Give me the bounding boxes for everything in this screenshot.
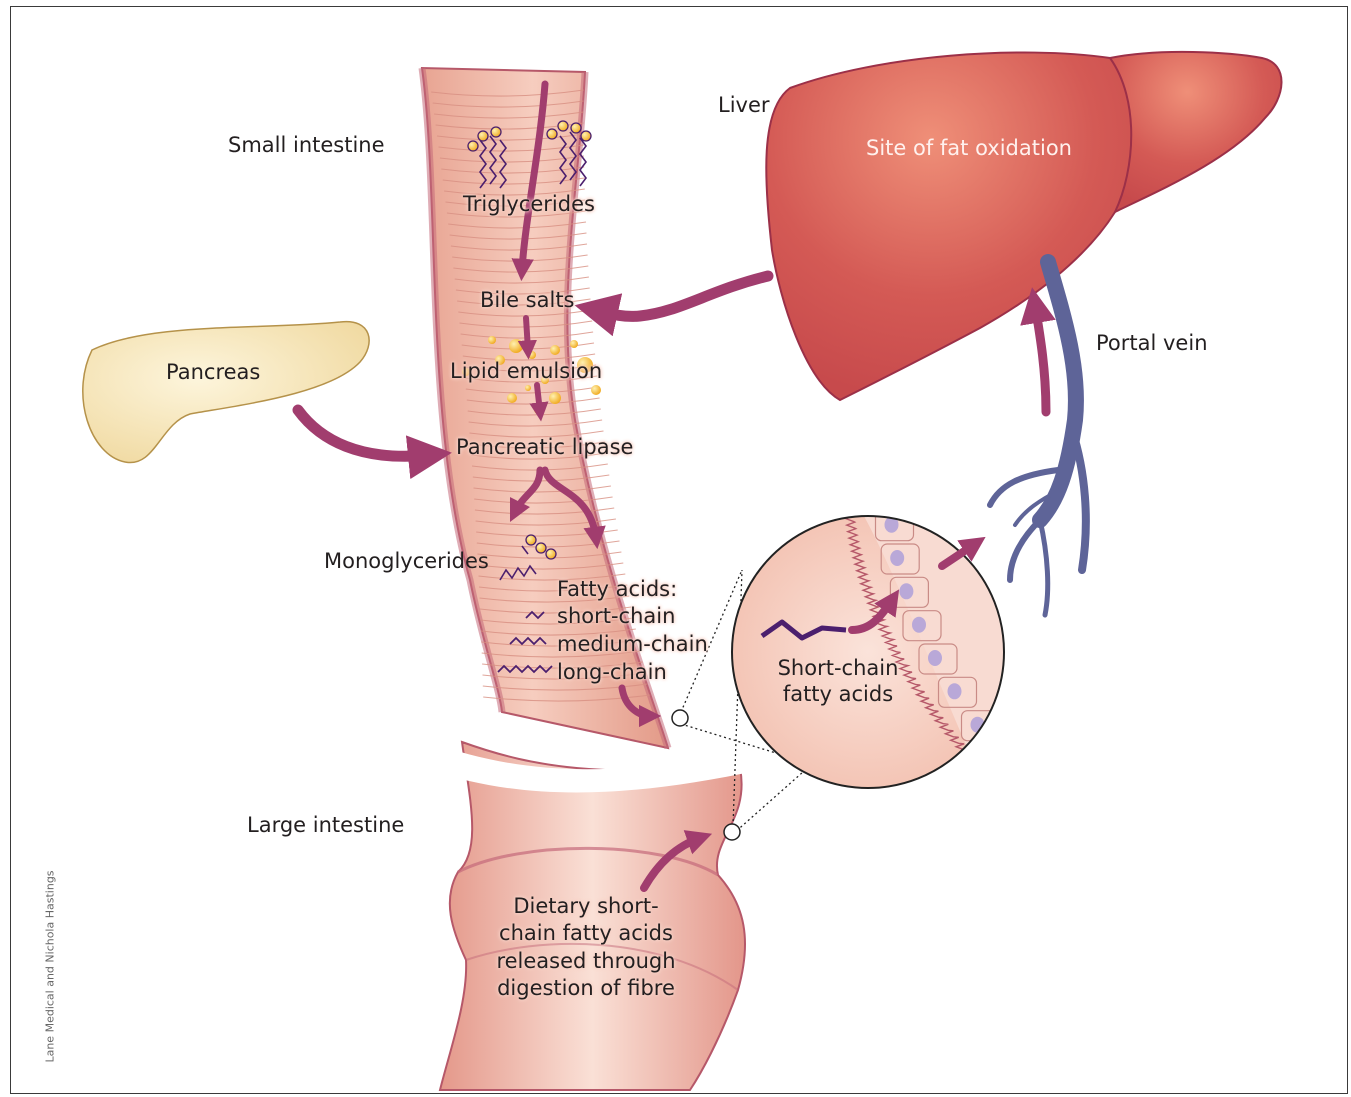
epithelial-cell	[988, 744, 1026, 774]
cell-nucleus	[997, 750, 1011, 766]
cell-nucleus	[928, 650, 942, 666]
cell-nucleus	[899, 583, 913, 599]
cell-nucleus	[1027, 783, 1041, 799]
arrow-emulsion-to-lipase	[537, 385, 540, 412]
cell-nucleus	[890, 550, 904, 566]
label-dietary: Dietary short- chain fatty acids release…	[486, 893, 686, 1002]
arrow-bile-from-liver	[596, 276, 768, 316]
label-inset-line1: Short-chain	[770, 656, 906, 682]
label-long-chain: long-chain	[557, 660, 667, 686]
label-lipid-emulsion: Lipid emulsion	[450, 359, 602, 385]
cell-nucleus	[912, 617, 926, 633]
label-bile-salts: Bile salts	[480, 288, 575, 314]
arrow-pancreas-to-lipase	[298, 410, 430, 456]
label-inset-line2: fatty acids	[770, 682, 906, 708]
label-large-intestine: Large intestine	[247, 813, 404, 839]
label-portal-vein: Portal vein	[1096, 331, 1208, 357]
label-medium-chain: medium-chain	[557, 632, 708, 658]
epithelial-cell	[1018, 777, 1056, 807]
zoom-point-small	[672, 710, 688, 726]
label-dietary-line3: released through	[486, 948, 686, 975]
arrow-salts-to-emulsion	[526, 318, 528, 350]
label-liver: Liver	[718, 93, 770, 119]
label-fatty-acids: Fatty acids:	[557, 577, 677, 603]
image-credit: Lane Medical and Nichola Hastings	[44, 870, 57, 1062]
label-dietary-line2: chain fatty acids	[486, 920, 686, 947]
label-pancreatic-lipase: Pancreatic lipase	[456, 435, 633, 461]
cell-nucleus	[948, 683, 962, 699]
label-liver-site: Site of fat oxidation	[866, 136, 1072, 162]
inset-magnified-epithelium	[732, 496, 1056, 807]
arrow-vein-to-liver	[1035, 305, 1046, 412]
label-short-chain: short-chain	[557, 604, 675, 630]
label-small-intestine: Small intestine	[228, 133, 385, 159]
label-dietary-line4: digestion of fibre	[486, 975, 686, 1002]
label-monoglycerides: Monoglycerides	[324, 549, 489, 575]
zoom-point-large	[724, 824, 740, 840]
label-inset: Short-chain fatty acids	[770, 656, 906, 707]
label-pancreas: Pancreas	[166, 360, 260, 386]
label-dietary-line1: Dietary short-	[486, 893, 686, 920]
label-triglycerides: Triglycerides	[463, 192, 595, 218]
